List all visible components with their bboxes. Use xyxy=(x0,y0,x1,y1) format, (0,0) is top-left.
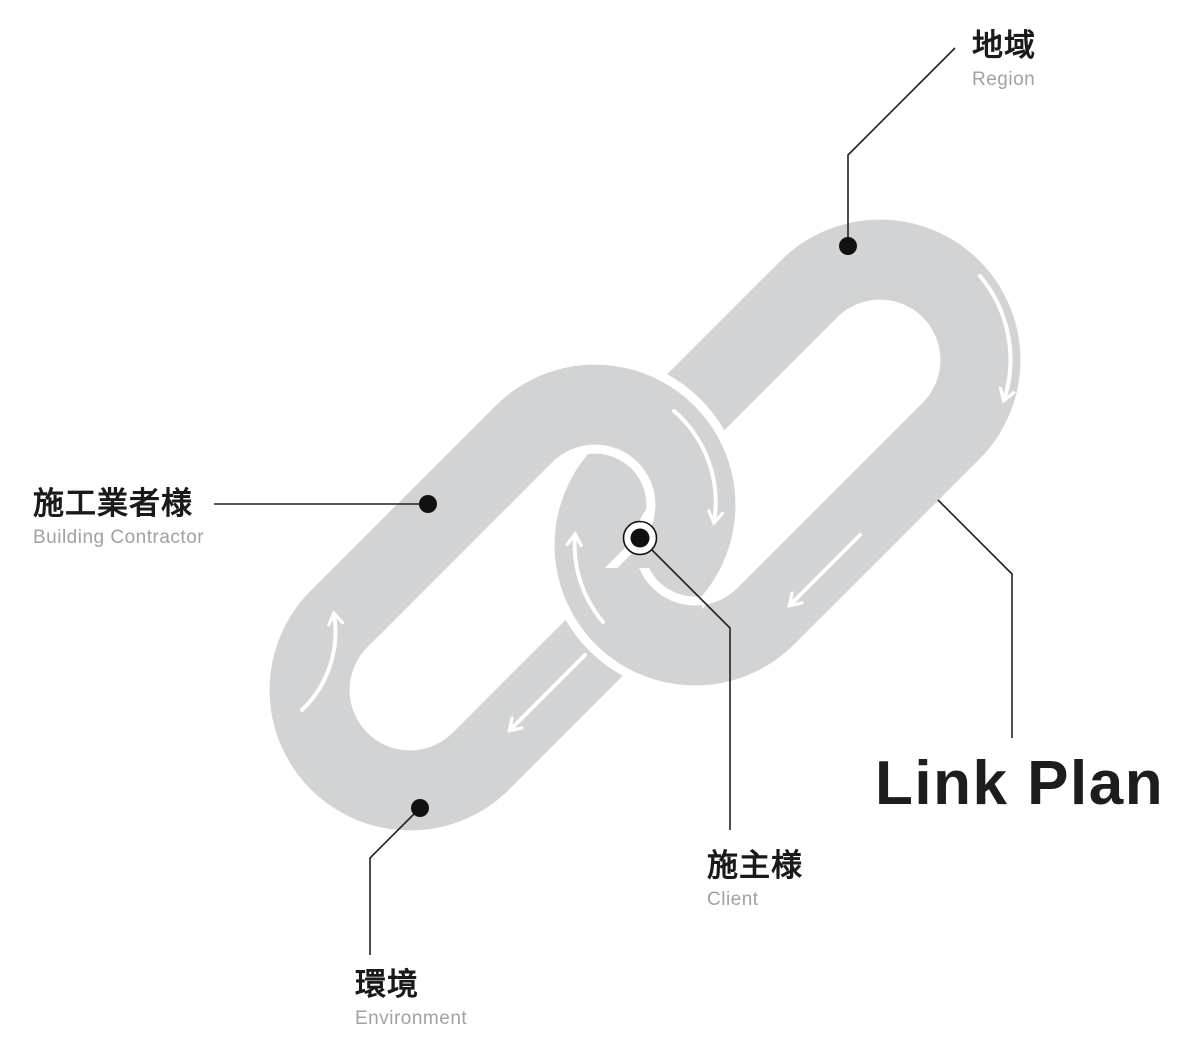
flow-arrow-left-bottom-icon xyxy=(300,610,345,712)
label-building-contractor-jp: 施工業者様 xyxy=(33,486,193,521)
region-marker-dot xyxy=(839,237,857,255)
label-environment-jp: 環境 xyxy=(355,967,419,1002)
label-client-en: Client xyxy=(707,889,759,911)
label-building-contractor: 施工業者様 Building Contractor xyxy=(33,485,204,550)
flow-arrow-right-side-icon xyxy=(787,533,862,608)
callout-line-title xyxy=(937,499,1013,738)
label-region-en: Region xyxy=(972,69,1036,91)
chain-link-left xyxy=(269,364,736,831)
flow-arrow-right-bottom-icon xyxy=(565,531,605,624)
label-client-jp: 施主様 xyxy=(707,848,803,883)
label-client: 施主様 Client xyxy=(707,847,803,912)
chain-link-right xyxy=(554,219,1021,686)
page-title: Link Plan xyxy=(875,749,1165,818)
callout-line-environment xyxy=(369,807,421,955)
label-environment: 環境 Environment xyxy=(355,966,467,1031)
label-environment-en: Environment xyxy=(355,1008,468,1030)
label-region-jp: 地域 xyxy=(972,28,1036,63)
flow-arrow-left-top-icon xyxy=(672,409,725,526)
flow-arrow-right-top-icon xyxy=(978,274,1016,404)
callout-line-client xyxy=(650,548,731,830)
environment-marker-dot xyxy=(411,799,429,817)
client-marker-dot xyxy=(630,528,650,548)
label-building-contractor-en: Building Contractor xyxy=(33,527,205,549)
callout-line-region xyxy=(847,47,956,246)
contractor-marker-dot xyxy=(419,495,437,513)
flow-arrow-left-side-icon xyxy=(507,653,587,733)
label-region: 地域 Region xyxy=(972,27,1036,92)
